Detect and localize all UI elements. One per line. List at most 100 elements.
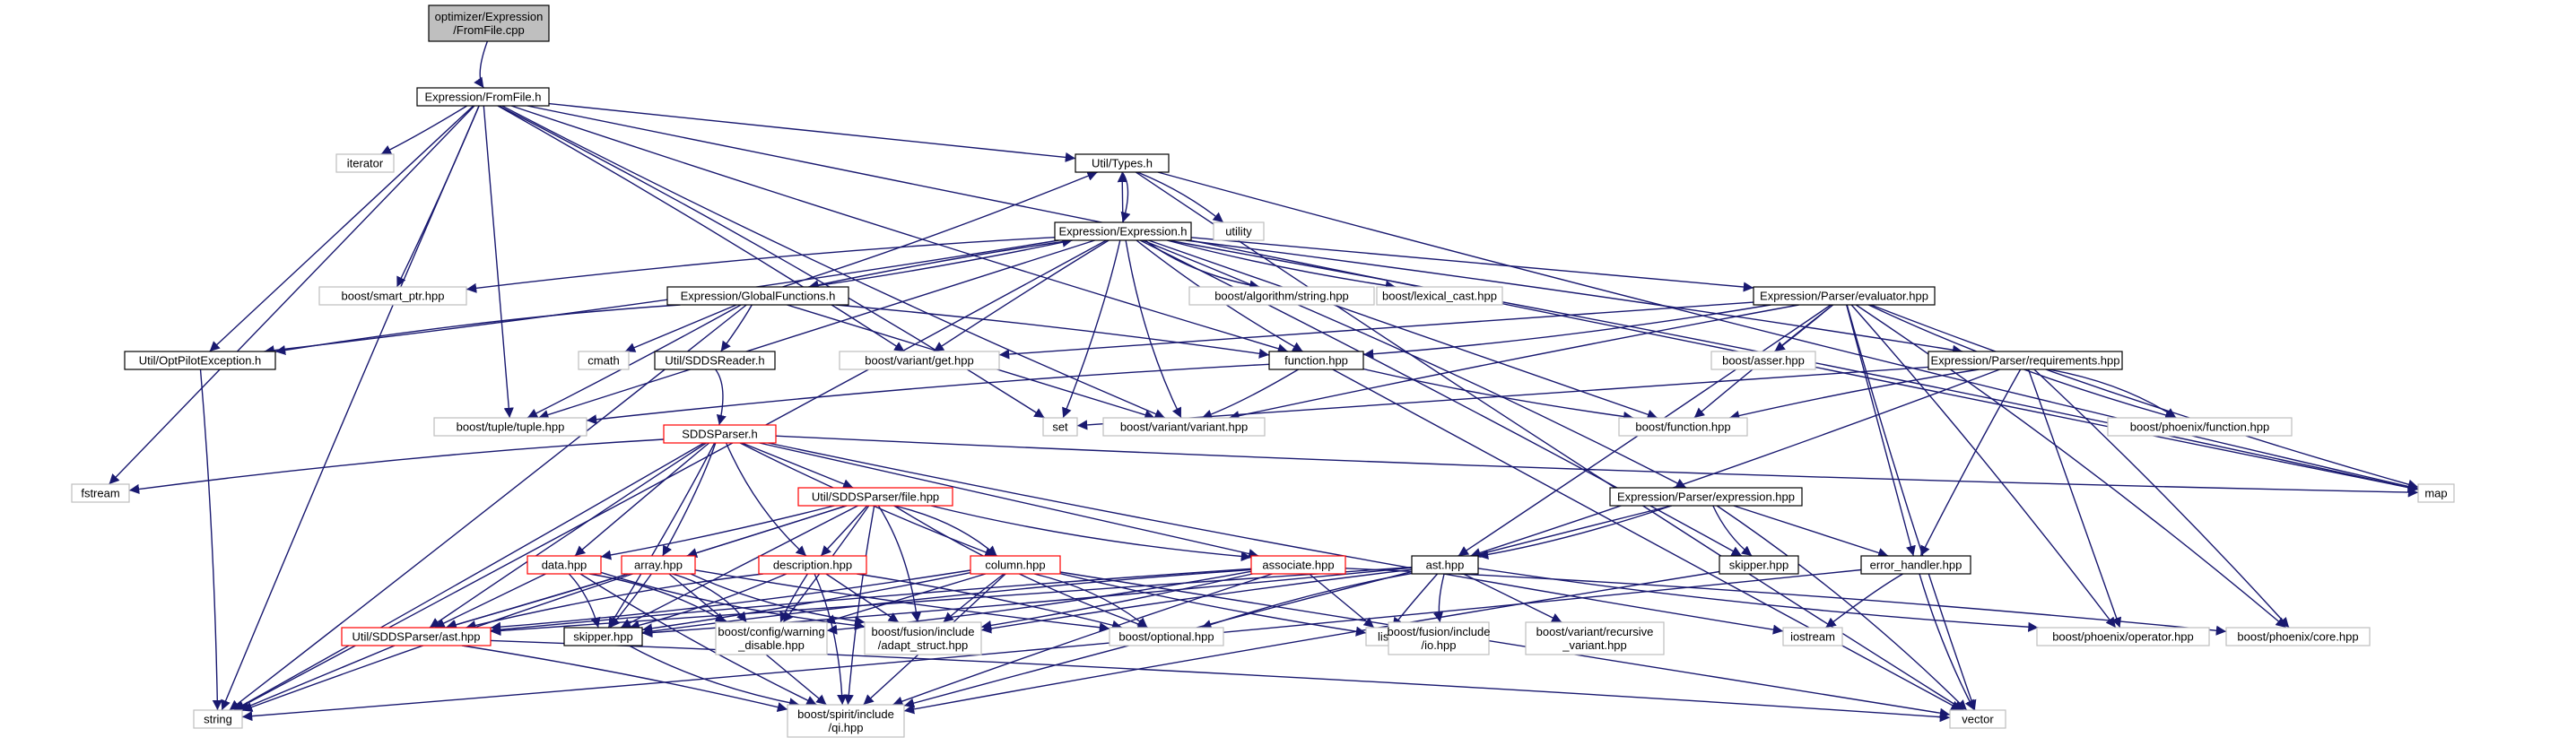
node-sdds_ast[interactable]: Util/SDDSParser/ast.hpp [341, 627, 492, 646]
node-boost_function: boost/function.hpp [1618, 417, 1748, 437]
node-box [2107, 417, 2293, 437]
node-box [527, 555, 602, 575]
edge-globalfunctions-to-optpilot [274, 304, 681, 356]
edge-evaluator-to-vector [1846, 304, 1977, 711]
edge-evaluator-to-phoenix_operator [1850, 304, 2117, 629]
edge-description_hpp-to-sdds_ast [466, 573, 763, 630]
node-skipper_right[interactable]: skipper.hpp [1719, 555, 1799, 575]
node-label: Util/Types.h [1092, 157, 1153, 170]
edge-expr_parser-to-vector [1716, 505, 1968, 711]
edge-column_hpp-to-adapt_struct [943, 573, 1005, 623]
node-ast_hpp[interactable]: ast.hpp [1411, 555, 1479, 575]
edge-data_hpp-to-qi [579, 573, 817, 706]
edge-evaluator-to-variant_get [998, 301, 1754, 360]
node-box [663, 424, 777, 444]
node-optpilot[interactable]: Util/OptPilotException.h [124, 351, 276, 370]
edge-error_handler-to-iostream [1824, 573, 1903, 629]
node-associate_hpp[interactable]: associate.hpp [1250, 555, 1346, 575]
edge-expr_parser-to-error_handler [1733, 505, 1889, 558]
node-box [839, 351, 1000, 370]
edge-globalfunctions-to-expression_h [808, 237, 1073, 288]
edge-fromfile_h-to-string [221, 105, 480, 711]
node-globalfunctions[interactable]: Expression/GlobalFunctions.h [666, 286, 849, 306]
node-box [1054, 221, 1192, 241]
edge-column_hpp-to-warning_disable [824, 573, 987, 625]
node-label: boost/config/warning [718, 625, 824, 638]
node-box [797, 487, 953, 507]
edge-evaluator-to-function_hpp [1362, 304, 1771, 360]
node-description_hpp[interactable]: description.hpp [758, 555, 867, 575]
edge-sddsparser_h-to-associate_hpp [759, 442, 1259, 559]
edge-description_hpp-to-optional [857, 573, 1123, 630]
node-label: /io.hpp [1421, 638, 1456, 652]
node-label: /FromFile.cpp [453, 23, 524, 37]
node-label: /qi.hpp [828, 721, 863, 734]
edge-expression_h-to-tuple [538, 239, 1095, 420]
edge-column_hpp-to-skipper_left [641, 572, 971, 634]
node-expr_parser[interactable]: Expression/Parser/expression.hpp [1609, 487, 1803, 507]
node-root[interactable]: optimizer/Expression/FromFile.cpp [428, 4, 550, 42]
edge-fromfile_h-to-tuple [483, 105, 514, 419]
edges-layer [109, 40, 2419, 723]
edge-associate_hpp-to-skipper_left [641, 568, 1252, 637]
node-box [864, 621, 982, 655]
node-label: boost/fusion/include [1388, 625, 1491, 638]
node-label: Expression/Parser/evaluator.hpp [1760, 290, 1928, 303]
node-box [715, 621, 828, 655]
node-phoenix_core: boost/phoenix/core.hpp [2225, 627, 2371, 646]
node-expression_h[interactable]: Expression/Expression.h [1054, 221, 1192, 241]
node-label: skipper.hpp [1729, 559, 1789, 572]
node-fromfile_h[interactable]: Expression/FromFile.h [416, 87, 550, 107]
node-cmath: cmath [578, 351, 630, 370]
node-evaluator[interactable]: Expression/Parser/evaluator.hpp [1753, 286, 1936, 306]
node-data_hpp[interactable]: data.hpp [527, 555, 602, 575]
edge-expr_parser-to-qi [903, 505, 1672, 708]
edge-function_hpp-to-tuple [586, 363, 1270, 425]
edge-sddsparser_h-to-data_hpp [574, 442, 710, 557]
node-array_hpp[interactable]: array.hpp [621, 555, 696, 575]
node-box [1075, 153, 1170, 173]
node-box [335, 153, 395, 173]
node-box [341, 627, 492, 646]
edge-fromfile_h-to-function_hpp [510, 105, 1289, 354]
node-iterator: iterator [335, 153, 395, 173]
node-box [1949, 709, 2006, 729]
node-error_handler[interactable]: error_handler.hpp [1860, 555, 1971, 575]
node-variant_get: boost/variant/get.hpp [839, 351, 1000, 370]
node-label: SDDSParser.h [682, 428, 758, 441]
node-sddsparser_h[interactable]: SDDSParser.h [663, 424, 777, 444]
node-box [193, 709, 243, 729]
edge-expression_h-to-types_h [1117, 171, 1127, 223]
edge-file_hpp-to-description_hpp [820, 505, 868, 557]
edge-globalfunctions-to-sddsreader [720, 304, 753, 352]
node-label: skipper.hpp [573, 630, 633, 644]
edge-requirements-to-ast_hpp [1470, 369, 2000, 558]
edge-skipper_left-to-qi [628, 645, 800, 708]
node-skipper_left[interactable]: skipper.hpp [563, 627, 643, 646]
node-label: boost/algorithm/string.hpp [1214, 290, 1349, 303]
edge-data_hpp-to-sdds_ast [434, 573, 546, 629]
node-box [1860, 555, 1971, 575]
edge-column_hpp-to-list [1059, 573, 1367, 637]
node-warning_disable: boost/config/warning_disable.hpp [715, 621, 828, 655]
node-box [758, 555, 867, 575]
node-utility: utility [1213, 221, 1265, 241]
node-box [416, 87, 550, 107]
node-box [1213, 221, 1265, 241]
node-adapt_struct: boost/fusion/include/adapt_struct.hpp [864, 621, 982, 655]
node-label: iostream [1790, 630, 1835, 644]
edge-expression_h-to-evaluator [1190, 237, 1754, 292]
edge-skipper_right-to-qi [903, 570, 1720, 715]
node-box [970, 555, 1061, 575]
node-box [318, 286, 467, 306]
node-column_hpp[interactable]: column.hpp [970, 555, 1061, 575]
node-tuple: boost/tuple/tuple.hpp [433, 417, 587, 437]
edge-expr_parser-to-skipper_right [1712, 505, 1753, 557]
node-requirements[interactable]: Expression/Parser/requirements.hpp [1928, 351, 2123, 370]
node-label: iterator [347, 157, 384, 170]
node-sddsreader[interactable]: Util/SDDSReader.h [654, 351, 776, 370]
node-function_hpp[interactable]: function.hpp [1268, 351, 1364, 370]
node-file_hpp[interactable]: Util/SDDSParser/file.hpp [797, 487, 953, 507]
node-types_h[interactable]: Util/Types.h [1075, 153, 1170, 173]
